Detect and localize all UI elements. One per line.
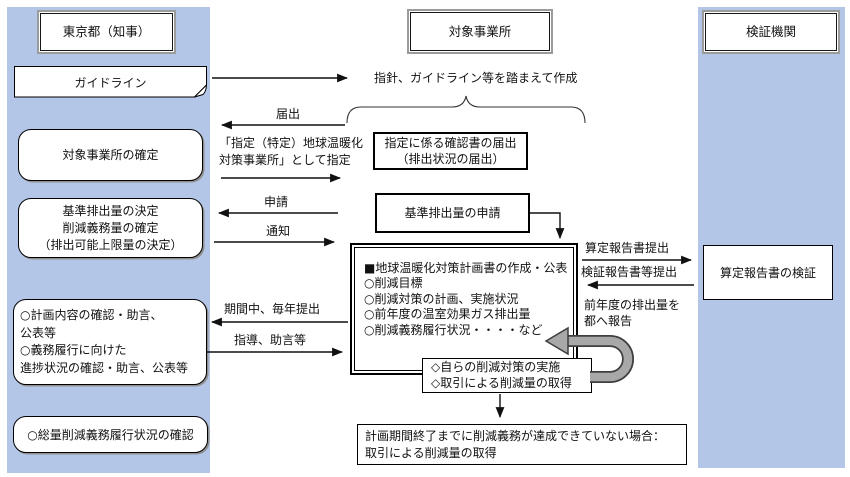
reduction-action-box: ◇自らの削減対策の実施 ◇取引による削減量の取得 bbox=[422, 358, 592, 393]
plan-review-label: ○計画内容の確認・助言、 公表等 ○義務履行に向けた 進捗状況の確認・助言、公表… bbox=[20, 308, 189, 375]
baseline-decision-box: 基準排出量の決定 削減義務量の確定 （排出可能上限量の決定） bbox=[18, 198, 203, 258]
verifier-panel bbox=[698, 7, 845, 468]
connector-baseline-application bbox=[530, 212, 565, 240]
reduction-action-label: ◇自らの削減対策の実施 ◇取引による削減量の取得 bbox=[431, 360, 572, 390]
baseline-decision-label: 基準排出量の決定 削減義務量の確定 （排出可能上限量の決定） bbox=[38, 203, 183, 252]
trading-fallback-box: 計画期間終了までに削減義務が達成できていない場合： 取引による削減量の取得 bbox=[357, 424, 687, 465]
plan-line-emissions: ○前年度の温室効果ガス排出量 bbox=[364, 307, 531, 322]
mitigation-plan-box: ■地球温暖化対策計画書の作成・公表 ○削減目標 ○削減対策の計画、実施状況 ○前… bbox=[350, 243, 578, 375]
plan-line-target: ○削減目標 bbox=[364, 276, 423, 291]
plan-line-compliance: ○削減義務履行状況・・・・など bbox=[364, 322, 543, 337]
baseline-application-box: 基準排出量の申請 bbox=[375, 193, 530, 233]
compliance-check-box: ○総量削減義務履行状況の確認 bbox=[13, 416, 208, 453]
tsuchi-label: 通知 bbox=[265, 224, 290, 238]
trading-fallback-label: 計画期間終了までに削減義務が達成できていない場合： 取引による削減量の取得 bbox=[365, 429, 666, 460]
compliance-check-label: ○総量削減義務履行状況の確認 bbox=[27, 427, 194, 442]
target-facility-header-label: 対象事業所 bbox=[448, 23, 512, 39]
tokyo-header-label: 東京都（知事） bbox=[62, 24, 151, 39]
guideline-label: ガイドライン bbox=[74, 75, 147, 90]
tokyo-header-box: 東京都（知事） bbox=[40, 13, 173, 51]
plan-review-box: ○計画内容の確認・助言、 公表等 ○義務履行に向けた 進捗状況の確認・助言、公表… bbox=[13, 299, 207, 385]
facility-determination-box: 対象事業所の確定 bbox=[18, 129, 203, 181]
santei-teishutsu-label: 算定報告書提出 bbox=[585, 241, 670, 255]
target-facility-header-box: 対象事業所 bbox=[410, 12, 550, 51]
sakusei-note-label: 指針、ガイドライン等を踏まえて作成 bbox=[374, 71, 578, 85]
designation-confirmation-box: 指定に係る確認書の届出 （排出状況の届出） bbox=[373, 132, 528, 170]
facility-determination-label: 対象事業所の確定 bbox=[62, 148, 159, 162]
verifier-header-label: 検証機関 bbox=[745, 24, 796, 39]
document-fold-icon bbox=[14, 66, 208, 98]
plan-line-title: ■地球温暖化対策計画書の作成・公表 bbox=[364, 261, 568, 275]
verifier-header-box: 検証機関 bbox=[705, 13, 837, 51]
report-verification-label: 算定報告書の検証 bbox=[719, 265, 816, 280]
shitei-label: 「指定（特定）地球温暖化 対策事業所」として指定 bbox=[219, 136, 364, 167]
report-verification-box: 算定報告書の検証 bbox=[703, 245, 833, 300]
guideline-document: ガイドライン bbox=[14, 66, 208, 98]
baseline-application-label: 基準排出量の申請 bbox=[404, 206, 501, 220]
designation-confirmation-label: 指定に係る確認書の届出 （排出状況の届出） bbox=[384, 136, 517, 166]
todokede-label: 届出 bbox=[275, 107, 300, 121]
shinsei-label: 申請 bbox=[263, 195, 288, 209]
plan-line-measures: ○削減対策の計画、実施状況 bbox=[364, 291, 519, 306]
kensho-teishutsu-label: 検証報告書等提出 bbox=[581, 265, 678, 279]
zennendo-hokoku-label: 前年度の排出量を 都へ報告 bbox=[584, 298, 681, 328]
curly-brace bbox=[346, 95, 586, 124]
kikanchu-label: 期間中、毎年提出 bbox=[224, 302, 321, 316]
shido-label: 指導、助言等 bbox=[234, 333, 307, 347]
